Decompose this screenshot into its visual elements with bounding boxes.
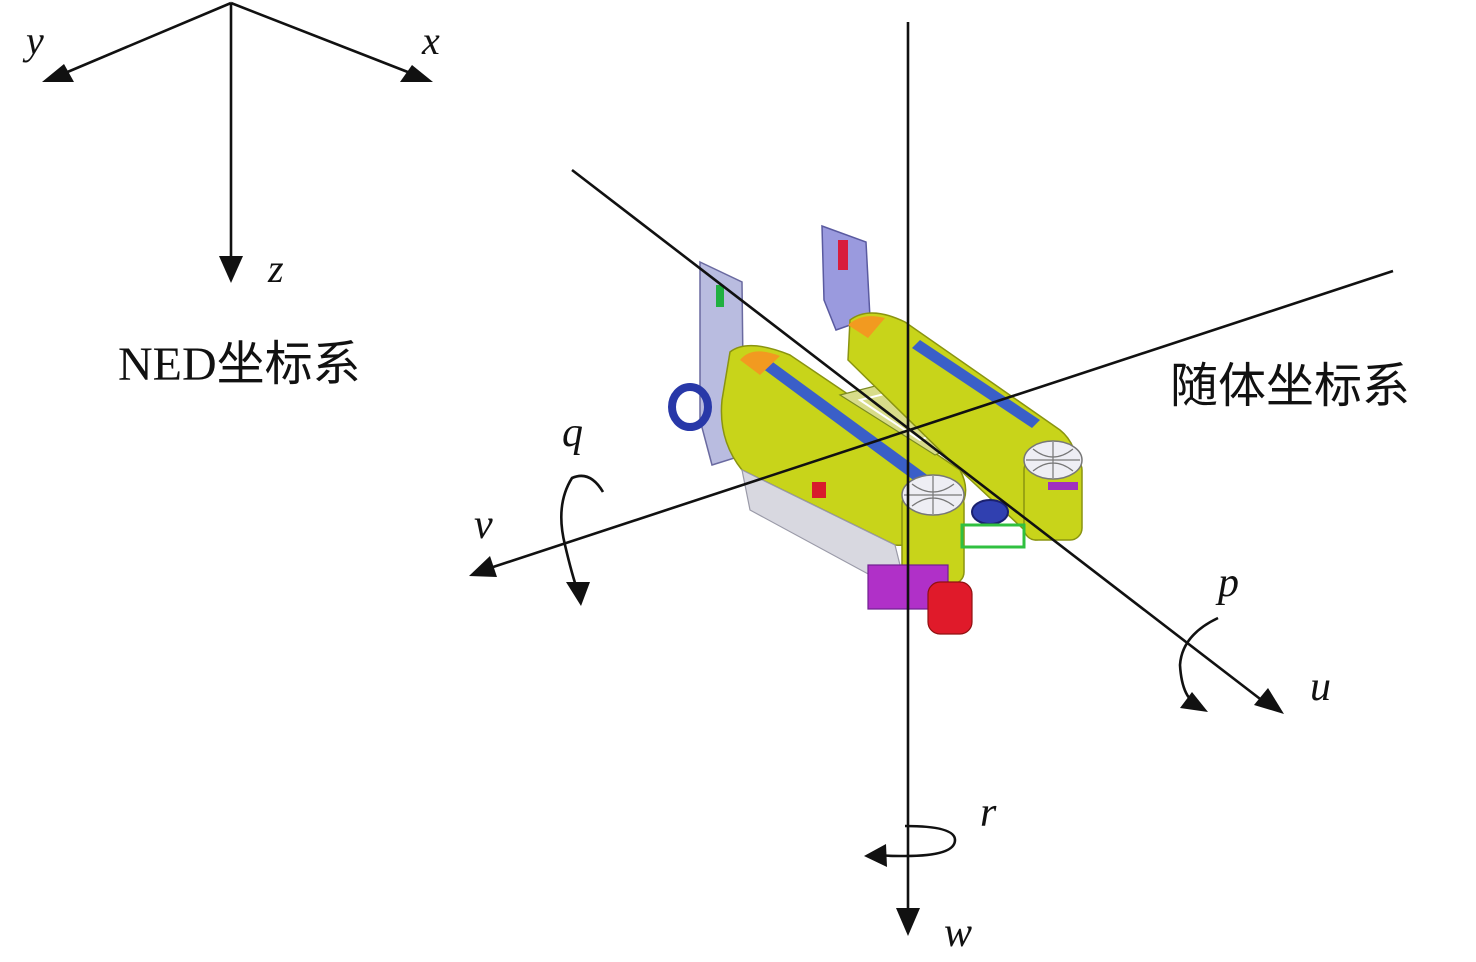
body-v-arrowhead — [469, 556, 497, 577]
vehicle-bottom-weight — [927, 581, 973, 635]
underwater-vehicle — [668, 224, 1083, 635]
ned-y-label: y — [22, 18, 44, 63]
vehicle-hull-left-stripe — [762, 360, 945, 496]
ned-x-arrowhead — [400, 65, 433, 82]
rotation-q-arrow — [560, 474, 605, 593]
rotation-r-label: r — [980, 790, 997, 836]
body-u-axis — [571, 168, 1269, 707]
vehicle-thruster-grill-front-left — [904, 476, 962, 514]
ned-caption: NED坐标系 — [118, 338, 361, 391]
body-w-arrowhead — [896, 908, 920, 936]
vehicle-thruster-grill-front-right — [1026, 442, 1080, 478]
ned-y-axis — [57, 1, 232, 78]
ned-y-arrowhead — [42, 64, 74, 82]
vehicle-red-marker — [812, 482, 826, 498]
vehicle-hull-left-nose — [740, 351, 780, 375]
vehicle-purple-tag — [1048, 482, 1078, 490]
rotation-q-label: q — [562, 410, 583, 456]
vehicle-green-frame — [960, 523, 1026, 549]
body-frame-caption: 随体坐标系 — [1170, 360, 1410, 413]
ned-x-label: x — [421, 18, 440, 63]
vehicle-hull-right-stripe — [912, 340, 1040, 428]
rotation-r-arrowhead — [864, 844, 887, 867]
vehicle-fin-right-accent — [838, 240, 848, 270]
ned-x-axis — [230, 1, 419, 78]
body-u-arrowhead — [1254, 688, 1284, 714]
rotation-r-arrow — [877, 824, 957, 858]
vehicle-fin-left-accent — [716, 285, 724, 307]
vehicle-hull-right-nose — [848, 316, 885, 338]
ned-z-arrowhead — [219, 256, 243, 283]
rotation-p-label: p — [1215, 560, 1239, 606]
body-frame: u v w p q r 随体坐标系 — [469, 22, 1410, 956]
vehicle-side-thruster-right — [971, 499, 1009, 525]
rotation-p-arrowhead — [1180, 692, 1208, 712]
ned-frame: x y z NED坐标系 — [22, 1, 440, 391]
body-u-label: u — [1310, 664, 1331, 710]
body-v-axis — [483, 269, 1394, 572]
body-v-label: v — [474, 502, 493, 548]
body-w-label: w — [944, 910, 972, 956]
ned-z-label: z — [267, 246, 284, 291]
vehicle-side-thruster-left — [668, 383, 712, 431]
rotation-q-arrowhead — [566, 582, 590, 606]
